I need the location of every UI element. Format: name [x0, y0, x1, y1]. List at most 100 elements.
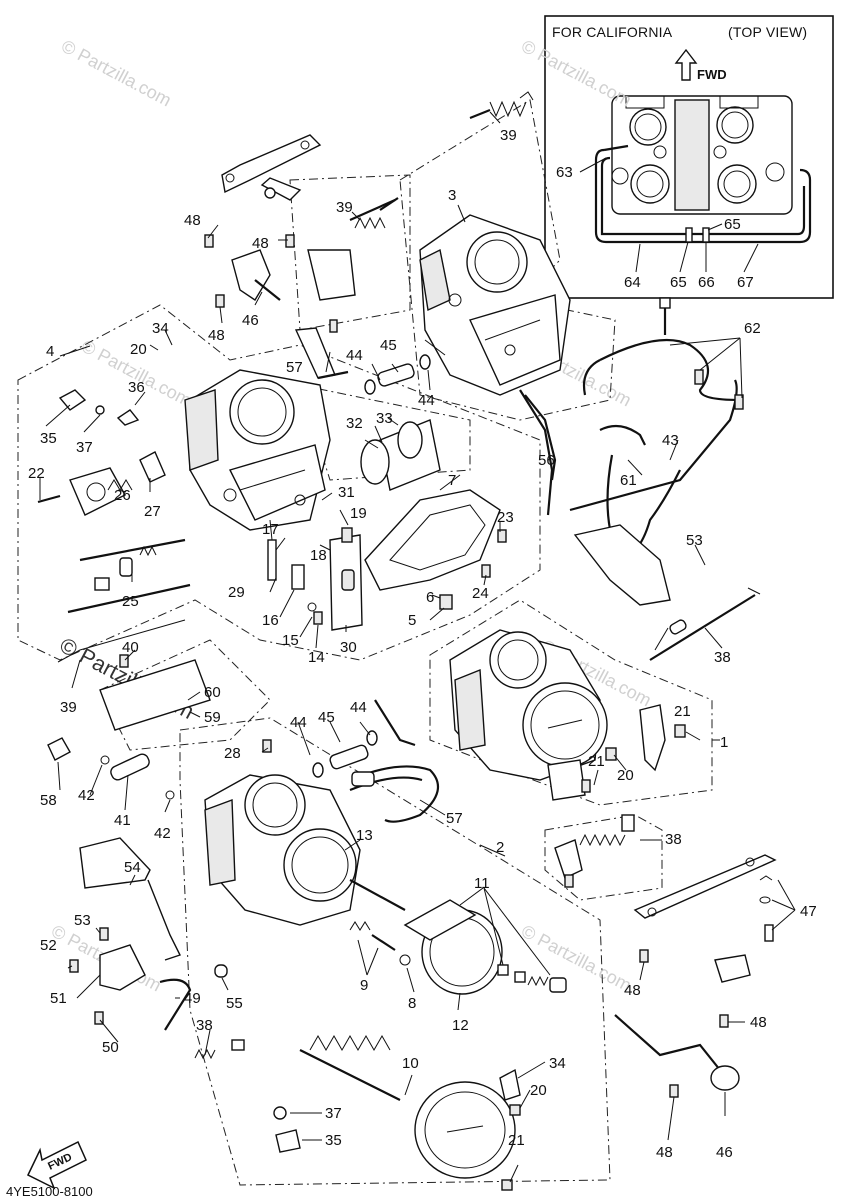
callout-48-right-b: 48: [750, 1014, 767, 1031]
callout-48-right-c: 48: [656, 1144, 673, 1161]
inset-callout-66: 66: [698, 274, 715, 291]
callout-43: 43: [662, 432, 679, 449]
callout-3: 3: [448, 187, 456, 204]
callout-58: 58: [40, 792, 57, 809]
right-lower-linkage: [614, 854, 777, 1098]
callout-14: 14: [308, 649, 325, 666]
callout-11: 11: [474, 875, 490, 892]
carburetor-4: [184, 369, 331, 531]
inset-callout-65b: 65: [670, 274, 687, 291]
callout-25: 25: [122, 593, 139, 610]
top-spring-39: [354, 91, 534, 230]
callout-17: 17: [262, 521, 279, 538]
callout-15: 15: [282, 632, 299, 649]
callout-16: 16: [262, 612, 279, 629]
diaphragm-cover-7: [364, 489, 507, 610]
corner-fwd-indicator: FWD: [27, 1140, 87, 1190]
callout-45-top: 45: [380, 337, 397, 354]
callout-46-top: 46: [242, 312, 259, 329]
callout-34-bottom: 34: [549, 1055, 566, 1072]
callout-53-left: 53: [74, 912, 91, 929]
carb4-side-parts: [37, 389, 191, 663]
callout-21-mid: 21: [588, 753, 605, 770]
callout-57-top: 57: [286, 359, 303, 376]
callout-56: 56: [538, 452, 555, 469]
inset-callout-64: 64: [624, 274, 641, 291]
cover-10: [299, 1034, 521, 1191]
callout-61: 61: [620, 472, 637, 489]
inset-carb-bank: [594, 95, 812, 244]
callout-numbers: 39 3 39 48 48 48 46 34 4 20 57 44 45 44 …: [28, 127, 817, 1161]
callout-38-left: 38: [196, 1017, 213, 1034]
upper-linkage-group: [204, 134, 396, 380]
lower-tube-parts: [267, 419, 441, 631]
inset-fwd-label: FWD: [697, 67, 727, 82]
inset-title-left: FOR CALIFORNIA: [552, 24, 673, 40]
fwd-arrow-icon: [674, 48, 698, 81]
callout-21-bottom: 21: [508, 1132, 525, 1149]
callout-48-c: 48: [208, 327, 225, 344]
screw-9: [349, 921, 411, 966]
callout-52: 52: [40, 937, 57, 954]
callout-48-b: 48: [252, 235, 269, 252]
callout-32: 32: [346, 415, 363, 432]
callout-51: 51: [50, 990, 67, 1007]
callout-38-right: 38: [714, 649, 731, 666]
callout-37-bottom: 37: [325, 1105, 342, 1122]
throttle-38-box: [554, 814, 635, 888]
california-inset: FOR CALIFORNIA (TOP VIEW) FWD 63 65: [544, 15, 834, 299]
callout-39-left: 39: [60, 699, 77, 716]
callout-62: 62: [744, 320, 761, 337]
callout-9: 9: [360, 977, 368, 994]
callout-50: 50: [102, 1039, 119, 1056]
callout-13: 13: [356, 827, 373, 844]
callout-6: 6: [426, 589, 434, 606]
carburetor-3: [419, 214, 571, 481]
inset-callout-67: 67: [737, 274, 754, 291]
callout-54: 54: [124, 859, 141, 876]
cables-hoses: [519, 297, 744, 606]
callout-33: 33: [376, 410, 393, 427]
callout-44-b: 44: [418, 392, 435, 409]
callout-27: 27: [144, 503, 161, 520]
callout-8: 8: [408, 995, 416, 1012]
rod-38-right: [649, 587, 761, 661]
callout-47: 47: [800, 903, 817, 920]
callout-2: 2: [496, 839, 504, 856]
diaphragm-11-12: [349, 879, 567, 995]
callout-35-bottom: 35: [325, 1132, 342, 1149]
watermark-1: © Partzilla.com: [58, 36, 174, 111]
callout-31: 31: [338, 484, 355, 501]
callout-19: 19: [350, 505, 367, 522]
callout-4: 4: [46, 343, 54, 360]
callout-53-top: 53: [686, 532, 703, 549]
carburetor-1: [449, 629, 686, 801]
callout-49: 49: [184, 990, 201, 1007]
callout-42-b: 42: [154, 825, 171, 842]
carburetor-2: [204, 739, 361, 926]
callout-60: 60: [204, 684, 221, 701]
inset-callout-65a: 65: [724, 216, 741, 233]
callout-10: 10: [402, 1055, 419, 1072]
callout-24: 24: [472, 585, 489, 602]
callout-42-a: 42: [78, 787, 95, 804]
callout-21-right: 21: [674, 703, 691, 720]
callout-44-a: 44: [346, 347, 363, 364]
callout-39-mid: 39: [336, 199, 353, 216]
callout-55: 55: [226, 995, 243, 1012]
callout-46-bottom: 46: [716, 1144, 733, 1161]
callout-57-bottom: 57: [446, 810, 463, 827]
fwd-arrow-corner-icon: [27, 1140, 87, 1190]
inset-callout-63: 63: [556, 164, 573, 181]
callout-20-top: 20: [130, 341, 147, 358]
callout-39-top: 39: [500, 127, 517, 144]
callout-35-top: 35: [40, 430, 57, 447]
callout-18: 18: [310, 547, 327, 564]
left-lower-parts: [47, 654, 245, 1060]
callout-34-top: 34: [152, 320, 169, 337]
inset-title-right: (TOP VIEW): [728, 24, 807, 40]
diagram-code: 4YE5100-8100: [6, 1184, 93, 1199]
callout-30: 30: [340, 639, 357, 656]
plunger-upper-44-45: [364, 354, 431, 395]
